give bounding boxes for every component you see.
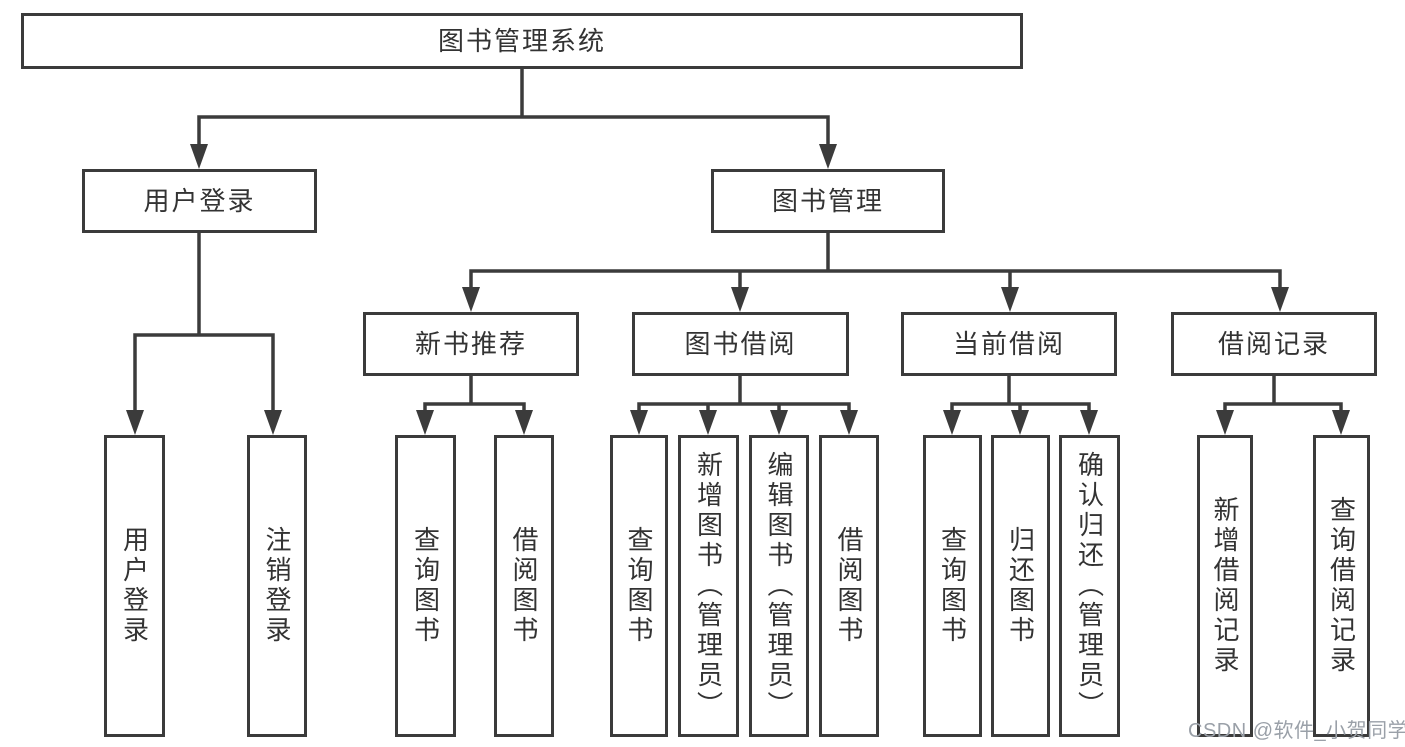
leaf-edit-book-admin: 编辑图书（管理员） <box>749 435 809 737</box>
node-borrowing-records: 借阅记录 <box>1171 312 1377 376</box>
node-user-login: 用户登录 <box>82 169 317 233</box>
leaf-query-books-recommend: 查询图书 <box>395 435 456 737</box>
node-current-borrowing: 当前借阅 <box>901 312 1117 376</box>
leaf-user-login: 用户登录 <box>104 435 165 737</box>
leaf-add-book-admin: 新增图书（管理员） <box>678 435 739 737</box>
arrowheads <box>126 144 1350 435</box>
leaf-logout: 注销登录 <box>247 435 307 737</box>
node-library-management-system: 图书管理系统 <box>21 13 1023 69</box>
leaf-query-books-borrowing: 查询图书 <box>610 435 668 737</box>
node-book-management: 图书管理 <box>711 169 945 233</box>
leaf-confirm-return-admin: 确认归还（管理员） <box>1059 435 1120 737</box>
node-new-book-recommendation: 新书推荐 <box>363 312 579 376</box>
leaf-query-books-current: 查询图书 <box>923 435 982 737</box>
leaf-return-books: 归还图书 <box>991 435 1050 737</box>
connector-segments <box>133 67 1343 416</box>
leaf-borrow-books-borrowing: 借阅图书 <box>819 435 879 737</box>
csdn-watermark: CSDN @软件_小贺同学 <box>1188 720 1405 742</box>
leaf-add-borrow-record: 新增借阅记录 <box>1197 435 1253 737</box>
node-book-borrowing: 图书借阅 <box>632 312 849 376</box>
leaf-query-borrow-record: 查询借阅记录 <box>1313 435 1370 737</box>
leaf-borrow-books-recommend: 借阅图书 <box>494 435 554 737</box>
